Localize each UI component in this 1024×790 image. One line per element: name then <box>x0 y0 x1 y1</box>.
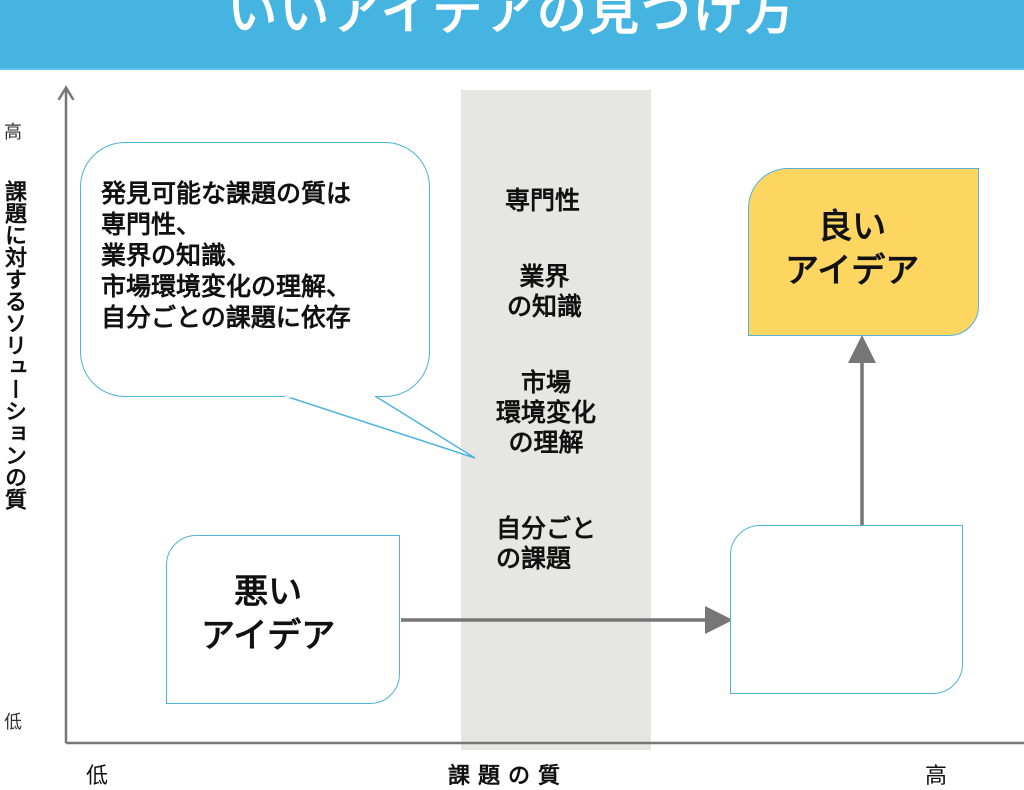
x-axis-high: 高 <box>925 764 948 789</box>
header-bar: いいアイデアの見つけ方 <box>0 0 1024 70</box>
bubble-line: 発見可能な課題の質は <box>101 179 352 208</box>
band-item-personal: 自分ごと の課題 <box>496 514 597 573</box>
good-idea-box: 良い アイデア <box>748 168 979 336</box>
axes-and-arrows <box>0 0 1024 745</box>
x-axis-low: 低 <box>86 764 109 789</box>
band-item-expertise: 専門性 <box>505 186 581 215</box>
y-axis-label: 課題に対するソリューションの質 <box>1 180 26 510</box>
good-line: 良い <box>818 207 887 247</box>
slide-title: いいアイデアの見つけ方 <box>227 0 797 41</box>
highlight-band <box>461 90 651 750</box>
good-idea-label: 良い アイデア <box>785 205 919 293</box>
x-axis-label: 課題の質 <box>448 764 569 789</box>
bubble-line: 市場環境変化の理解、 <box>101 272 352 301</box>
bad-line: 悪い <box>234 572 303 612</box>
band-item-industry: 業界 の知識 <box>507 262 583 321</box>
intermediate-box <box>730 525 963 694</box>
bubble-line: 専門性、 <box>101 210 202 239</box>
y-axis-high: 高 <box>4 122 22 143</box>
good-line: アイデア <box>785 251 920 291</box>
bubble-line: 自分ごとの課題に依存 <box>101 303 351 332</box>
bad-line: アイデア <box>201 616 336 656</box>
bubble-text: 発見可能な課題の質は 専門性、 業界の知識、 市場環境変化の理解、 自分ごとの課… <box>101 178 351 333</box>
bubble-gap <box>285 394 375 398</box>
bad-idea-label: 悪い アイデア <box>201 570 335 658</box>
speech-bubble: 発見可能な課題の質は 専門性、 業界の知識、 市場環境変化の理解、 自分ごとの課… <box>80 142 430 397</box>
bad-idea-box: 悪い アイデア <box>166 535 400 704</box>
bubble-tail <box>284 395 476 459</box>
bubble-line: 業界の知識、 <box>101 241 252 270</box>
band-item-market: 市場 環境変化 の理解 <box>496 368 597 457</box>
y-axis-low: 低 <box>4 712 22 733</box>
